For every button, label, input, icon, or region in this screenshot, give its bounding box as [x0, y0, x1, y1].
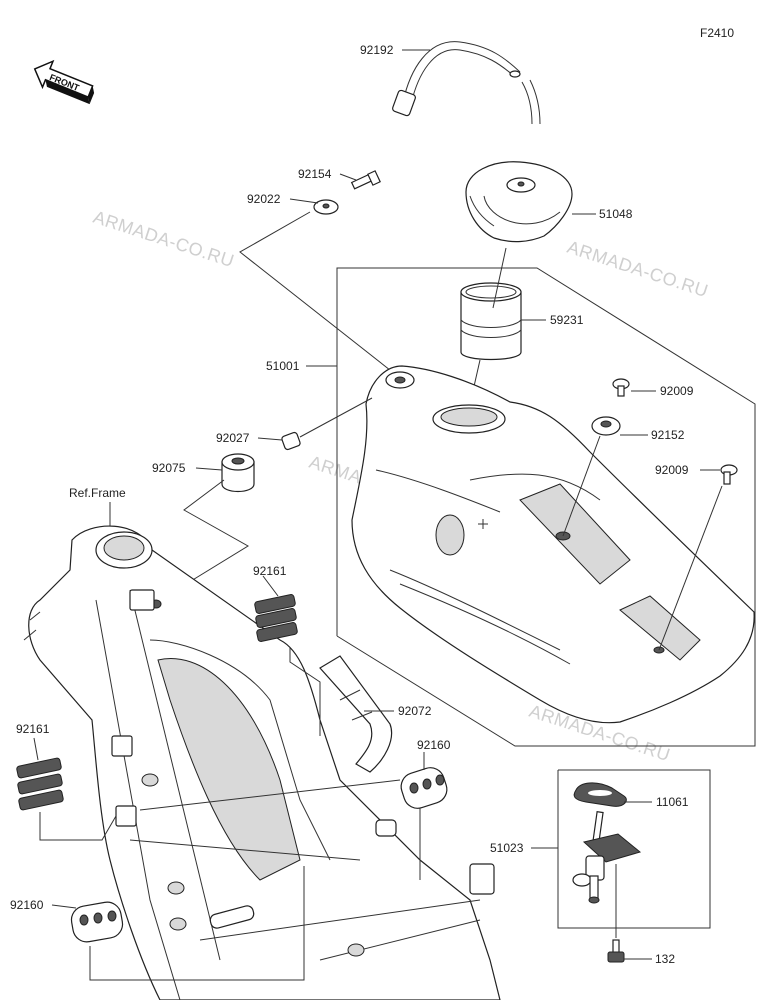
- label-92160-right: 92160: [417, 738, 451, 752]
- watermark: ARMADA-CO.RU: [565, 237, 711, 301]
- label-51023: 51023: [490, 841, 524, 855]
- damper-92160-right: [400, 767, 448, 809]
- damper-92161-left: [16, 757, 64, 811]
- washer-92022: [313, 199, 339, 215]
- label-92022: 92022: [247, 192, 281, 206]
- damper-92161-upper: [254, 594, 298, 642]
- filler-ring: [460, 282, 522, 361]
- label-59231: 59231: [550, 313, 584, 327]
- gasket-11061: [573, 782, 627, 807]
- breather-hose: [392, 41, 541, 125]
- damper-92160-left: [70, 901, 124, 943]
- label-92160-left: 92160: [10, 898, 44, 912]
- label-92161-upper: 92161: [253, 564, 287, 578]
- grommet-92152: [591, 416, 621, 436]
- label-92192: 92192: [360, 43, 394, 57]
- label-92072: 92072: [398, 704, 432, 718]
- fuel-cock: [572, 811, 642, 904]
- front-arrow-icon: FRONT: [33, 59, 95, 105]
- label-92152: 92152: [651, 428, 685, 442]
- collar-92027: [281, 431, 301, 451]
- label-11061: 11061: [656, 795, 689, 809]
- label-92009-right: 92009: [655, 463, 689, 477]
- bolt-132: [607, 939, 625, 963]
- bracket-fuel-cock: [557, 769, 711, 929]
- watermark: ARMADA-CO.RU: [91, 207, 237, 271]
- label-92027: 92027: [216, 431, 250, 445]
- label-51048: 51048: [599, 207, 633, 221]
- label-51001: 51001: [266, 359, 300, 373]
- damper-92075: [221, 453, 255, 493]
- bolt-92154: [350, 170, 381, 190]
- label-92161-left: 92161: [16, 722, 50, 736]
- screw-92009-right: [720, 464, 738, 485]
- ref-frame-label: Ref.Frame: [69, 486, 126, 500]
- bracket-tank: [336, 267, 756, 747]
- label-92154: 92154: [298, 167, 332, 181]
- figure-code: F2410: [700, 26, 734, 40]
- label-92009-top: 92009: [660, 384, 694, 398]
- label-92075: 92075: [152, 461, 186, 475]
- screw-92009-top: [612, 378, 630, 397]
- fuel-cap: [465, 161, 573, 243]
- fuel-tank: [351, 365, 755, 724]
- frame: [23, 525, 501, 1000]
- label-132: 132: [655, 952, 675, 966]
- band-92072: [319, 655, 393, 773]
